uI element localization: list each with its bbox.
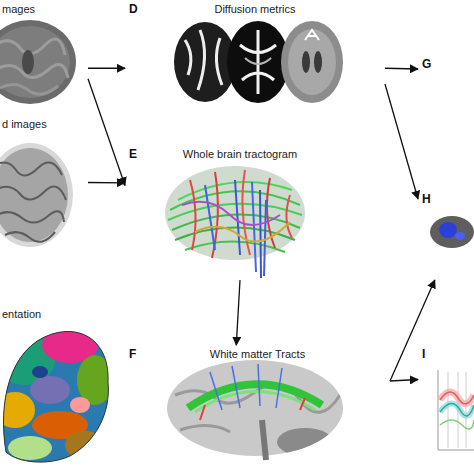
figure-panel: d images (0, 115, 88, 250)
figure-panel: H (418, 190, 474, 280)
illustration-part (240, 30, 276, 94)
illustration-part (440, 403, 474, 415)
illustration-part (281, 21, 343, 103)
illustration-part (245, 58, 271, 64)
panel-letter: I (422, 348, 425, 361)
illustration-part (440, 392, 474, 404)
panel-title: White matter Tracts (125, 345, 390, 361)
illustration-part (438, 370, 474, 450)
illustration-part (168, 204, 302, 220)
illustration-part (185, 30, 222, 90)
illustration-part (195, 222, 290, 242)
segmentation-outline (3, 331, 108, 462)
t1-image (0, 143, 73, 247)
flow-arrow (385, 68, 418, 70)
illustration-part (302, 51, 310, 73)
tract-profile-chart (438, 370, 474, 450)
segmentation-brain (0, 320, 115, 470)
figure-panel: mages (0, 0, 88, 105)
illustration-part (0, 162, 62, 175)
panel-title: Whole brain tractogram (125, 145, 355, 161)
illustration-part (0, 143, 73, 247)
panel-title: d images (0, 115, 88, 131)
diffusion-metric-slices (174, 21, 343, 103)
illustration-part (305, 30, 319, 40)
illustration-part (430, 216, 474, 248)
panel-letter: E (129, 148, 137, 161)
figure-panel: EWhole brain tractogram (125, 145, 355, 280)
illustration-part (0, 39, 65, 55)
flow-arrow (236, 280, 240, 345)
illustration-part (167, 360, 343, 456)
illustration-part (288, 29, 336, 95)
panel-letter: D (129, 3, 138, 16)
illustration-part (200, 398, 305, 420)
figure-panel: entation (0, 305, 122, 470)
illustration-part (175, 384, 340, 456)
illustration-part (0, 148, 68, 242)
illustration-part (165, 166, 305, 260)
illustration-part (227, 21, 289, 103)
panel-letter: G (422, 58, 431, 71)
illustration-part (277, 428, 333, 456)
panel-title: entation (0, 305, 122, 321)
illustration-part (0, 20, 76, 104)
illustration-part (70, 397, 90, 413)
flow-arrow (88, 79, 125, 186)
flow-arrow (88, 182, 125, 184)
illustration-part (0, 187, 66, 200)
illustration-part (0, 26, 70, 98)
illustration-part (262, 420, 266, 460)
flow-arrow (385, 84, 418, 199)
illustration-part (242, 170, 250, 255)
illustration-part (0, 65, 68, 78)
illustration-part (175, 384, 340, 412)
illustration-part (455, 232, 465, 240)
illustration-part (205, 185, 215, 250)
diffusion-image (0, 20, 76, 104)
illustration-part (264, 200, 266, 276)
illustration-part (174, 22, 236, 102)
sagittal-brain (167, 360, 343, 460)
illustration-part (32, 366, 48, 378)
illustration-part (286, 195, 292, 238)
illustration-part (30, 376, 70, 404)
panel-letter: F (129, 348, 136, 361)
illustration-part (180, 425, 230, 432)
illustration-part (260, 190, 261, 278)
illustration-part (439, 222, 457, 238)
illustration-part (440, 392, 474, 404)
illustration-part (8, 436, 52, 460)
flow-arrow (88, 68, 125, 69)
illustration-part (22, 50, 34, 74)
flow-arrow (390, 280, 435, 381)
figure-panel: FWhite matter Tracts (125, 345, 390, 465)
illustration-part (182, 202, 280, 225)
illustration-part (440, 420, 474, 429)
illustration-part (235, 180, 240, 255)
illustration-part (314, 51, 322, 73)
figure-panel: I (418, 345, 474, 460)
illustration-part (185, 241, 285, 252)
brain-map (430, 216, 474, 248)
illustration-part (190, 180, 196, 250)
illustration-part (0, 84, 58, 94)
panel-letter: H (422, 193, 431, 206)
illustration-part (195, 391, 315, 412)
panel-title: Diffusion metrics (125, 0, 385, 16)
panel-title: mages (0, 0, 88, 16)
figure-panel: DDiffusion metrics (125, 0, 385, 105)
illustration-part (252, 182, 256, 272)
figure-panel: G (418, 55, 474, 125)
flow-arrow (390, 380, 418, 382)
illustration-part (5, 232, 55, 242)
illustration-part (210, 364, 282, 410)
tractogram (165, 166, 305, 278)
illustration-part (440, 403, 474, 415)
illustration-part (0, 211, 64, 222)
